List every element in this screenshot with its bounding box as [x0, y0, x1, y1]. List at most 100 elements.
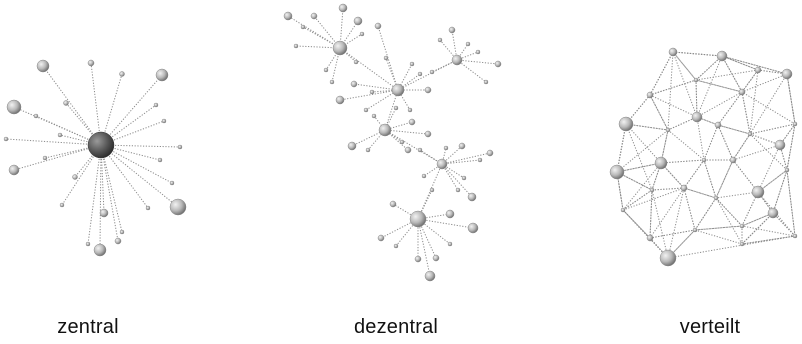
- mesh-node: [668, 47, 678, 57]
- star-node: [114, 237, 122, 245]
- cluster-node: [363, 107, 369, 113]
- cluster-node: [383, 55, 389, 61]
- mesh-node: [713, 195, 719, 201]
- star-node: [145, 205, 151, 211]
- cluster-edge: [384, 129, 409, 151]
- cluster-edge: [441, 152, 491, 165]
- mesh-edge: [660, 159, 705, 164]
- mesh-edge: [695, 79, 698, 118]
- mesh-edge: [622, 187, 685, 211]
- star-node: [119, 229, 125, 235]
- cluster-node: [350, 80, 358, 88]
- mesh-edge: [695, 79, 743, 93]
- mesh-edge: [695, 69, 759, 81]
- cluster-node: [417, 147, 423, 153]
- cluster-node: [417, 71, 423, 77]
- mesh-edge: [741, 212, 774, 245]
- mesh-node: [693, 77, 699, 83]
- mesh-edge: [649, 79, 697, 96]
- star-edge: [100, 144, 173, 184]
- cluster-node: [424, 86, 432, 94]
- mesh-hull-edge: [786, 123, 796, 171]
- star-node: [36, 59, 50, 73]
- cluster-node: [458, 142, 466, 150]
- mesh-node: [747, 131, 753, 137]
- star-edge: [100, 144, 161, 161]
- cluster-node: [399, 139, 405, 145]
- mesh-edge: [721, 55, 743, 93]
- star-node: [155, 68, 169, 82]
- cluster-node: [455, 187, 461, 193]
- mesh-node: [649, 187, 655, 193]
- cluster-node: [404, 146, 412, 154]
- star-edge: [74, 144, 102, 178]
- cluster-node: [389, 200, 397, 208]
- cluster-node: [407, 107, 413, 113]
- mesh-node: [714, 121, 722, 129]
- mesh-edge: [732, 133, 751, 161]
- mesh-node: [738, 88, 746, 96]
- cluster-node: [323, 67, 329, 73]
- mesh-node: [691, 111, 703, 123]
- mesh-edge: [741, 191, 759, 227]
- mesh-edge: [741, 69, 759, 93]
- star-node: [169, 180, 175, 186]
- cluster-node: [445, 209, 455, 219]
- cluster-node: [310, 12, 318, 20]
- mesh-node: [646, 91, 654, 99]
- hub-node: [409, 210, 427, 228]
- cluster-node: [424, 270, 436, 282]
- hub-link-edge: [384, 129, 443, 165]
- cluster-node: [329, 79, 335, 85]
- mesh-node: [739, 223, 745, 229]
- hub-node: [451, 54, 463, 66]
- mesh-edge: [667, 229, 696, 259]
- mesh-node: [792, 121, 798, 127]
- cluster-edge: [384, 129, 429, 135]
- mesh-node: [701, 157, 707, 163]
- cluster-edge: [384, 107, 397, 131]
- cluster-edge: [441, 159, 481, 165]
- cluster-node: [365, 147, 371, 153]
- cluster-node: [467, 192, 477, 202]
- cluster-node: [393, 105, 399, 111]
- cluster-edge: [313, 15, 341, 49]
- mesh-edge: [672, 51, 697, 81]
- cluster-edge: [456, 59, 499, 65]
- mesh-edge: [696, 55, 723, 118]
- decentralized-network: [283, 3, 502, 282]
- mesh-edge: [696, 116, 705, 161]
- cluster-node: [369, 89, 375, 95]
- cluster-node: [359, 31, 365, 37]
- mesh-edge: [757, 69, 788, 75]
- mesh-edge: [694, 225, 743, 231]
- cluster-node: [486, 149, 494, 157]
- mesh-edge: [649, 229, 696, 239]
- mesh-hull-edge: [786, 73, 796, 125]
- mesh-node: [792, 233, 798, 239]
- mesh-edge: [649, 79, 697, 96]
- cluster-node: [353, 59, 359, 65]
- mesh-edge: [694, 229, 743, 245]
- cluster-node: [429, 69, 435, 75]
- mesh-edge: [616, 162, 662, 173]
- mesh-edge: [672, 51, 697, 81]
- mesh-edge: [741, 225, 796, 237]
- mesh-edge: [772, 169, 788, 214]
- cluster-node: [374, 22, 382, 30]
- cluster-node: [483, 79, 489, 85]
- mesh-edge: [732, 133, 751, 161]
- cluster-node: [335, 95, 345, 105]
- mesh-edge: [749, 73, 788, 135]
- cluster-node: [393, 243, 399, 249]
- hub-node: [391, 83, 405, 97]
- cluster-node: [477, 157, 483, 163]
- cluster-node: [300, 24, 306, 30]
- star-node: [57, 132, 63, 138]
- mesh-edge: [649, 94, 669, 131]
- mesh-edge: [625, 123, 653, 191]
- mesh-node: [692, 227, 698, 233]
- cluster-node: [443, 145, 449, 151]
- mesh-edge: [649, 94, 698, 118]
- star-node: [33, 113, 39, 119]
